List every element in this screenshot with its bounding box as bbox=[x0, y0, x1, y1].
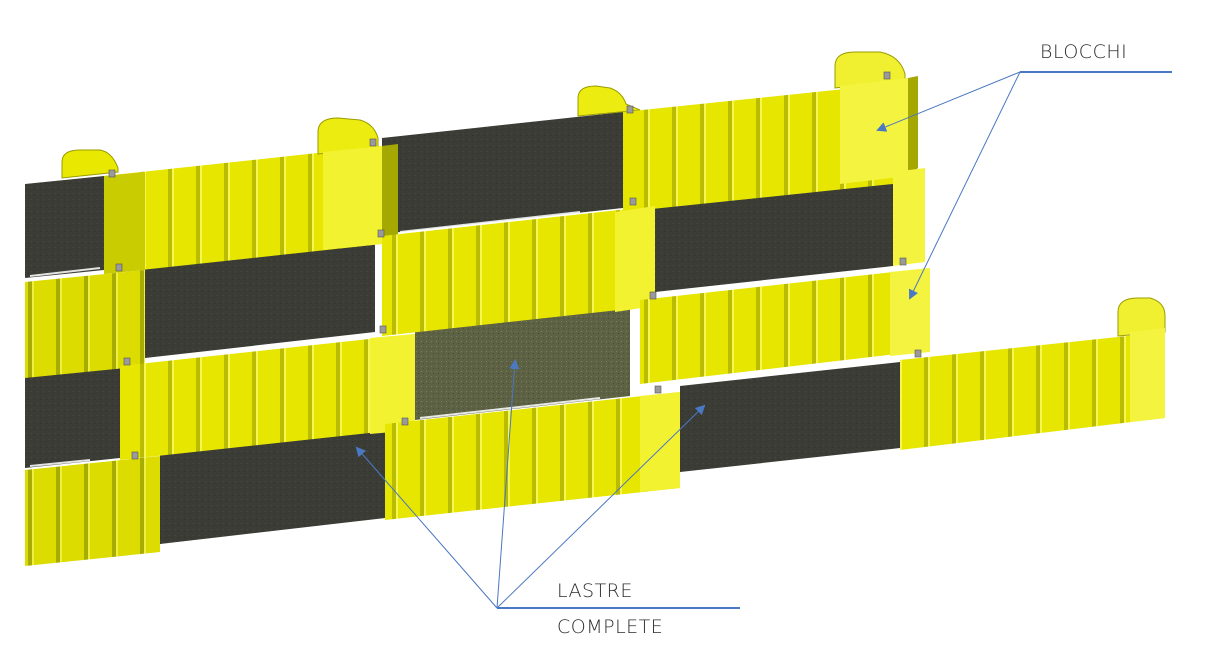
lastre-label-line2: COMPLETE bbox=[557, 616, 664, 638]
leader-lines bbox=[355, 71, 1172, 609]
wall-assembly bbox=[25, 51, 1166, 566]
panel-row1-left bbox=[25, 176, 104, 278]
panel-row4-left bbox=[160, 424, 385, 544]
connector-pins bbox=[108, 71, 922, 460]
panel-row3-left bbox=[25, 362, 120, 468]
panel-row1-mid bbox=[382, 112, 623, 234]
lastre-leader-3 bbox=[496, 404, 706, 609]
panel-row3-highlight bbox=[415, 300, 630, 420]
lastre-leader-1 bbox=[355, 446, 498, 609]
block-row3 bbox=[120, 297, 1166, 460]
blocchi-leader-2 bbox=[909, 71, 1021, 300]
blocchi-leader-1 bbox=[876, 71, 1021, 132]
panel-row2-left bbox=[145, 232, 375, 358]
blocchi-label: BLOCCHI bbox=[1040, 41, 1128, 63]
panel-row4-right bbox=[680, 362, 900, 472]
block-row4 bbox=[25, 392, 680, 566]
block-row1 bbox=[61, 51, 918, 274]
block-row2 bbox=[25, 168, 930, 384]
lastre-leader-2 bbox=[496, 359, 520, 609]
panel-edges bbox=[29, 211, 601, 467]
lastre-label-line1: LASTRE bbox=[557, 580, 633, 602]
